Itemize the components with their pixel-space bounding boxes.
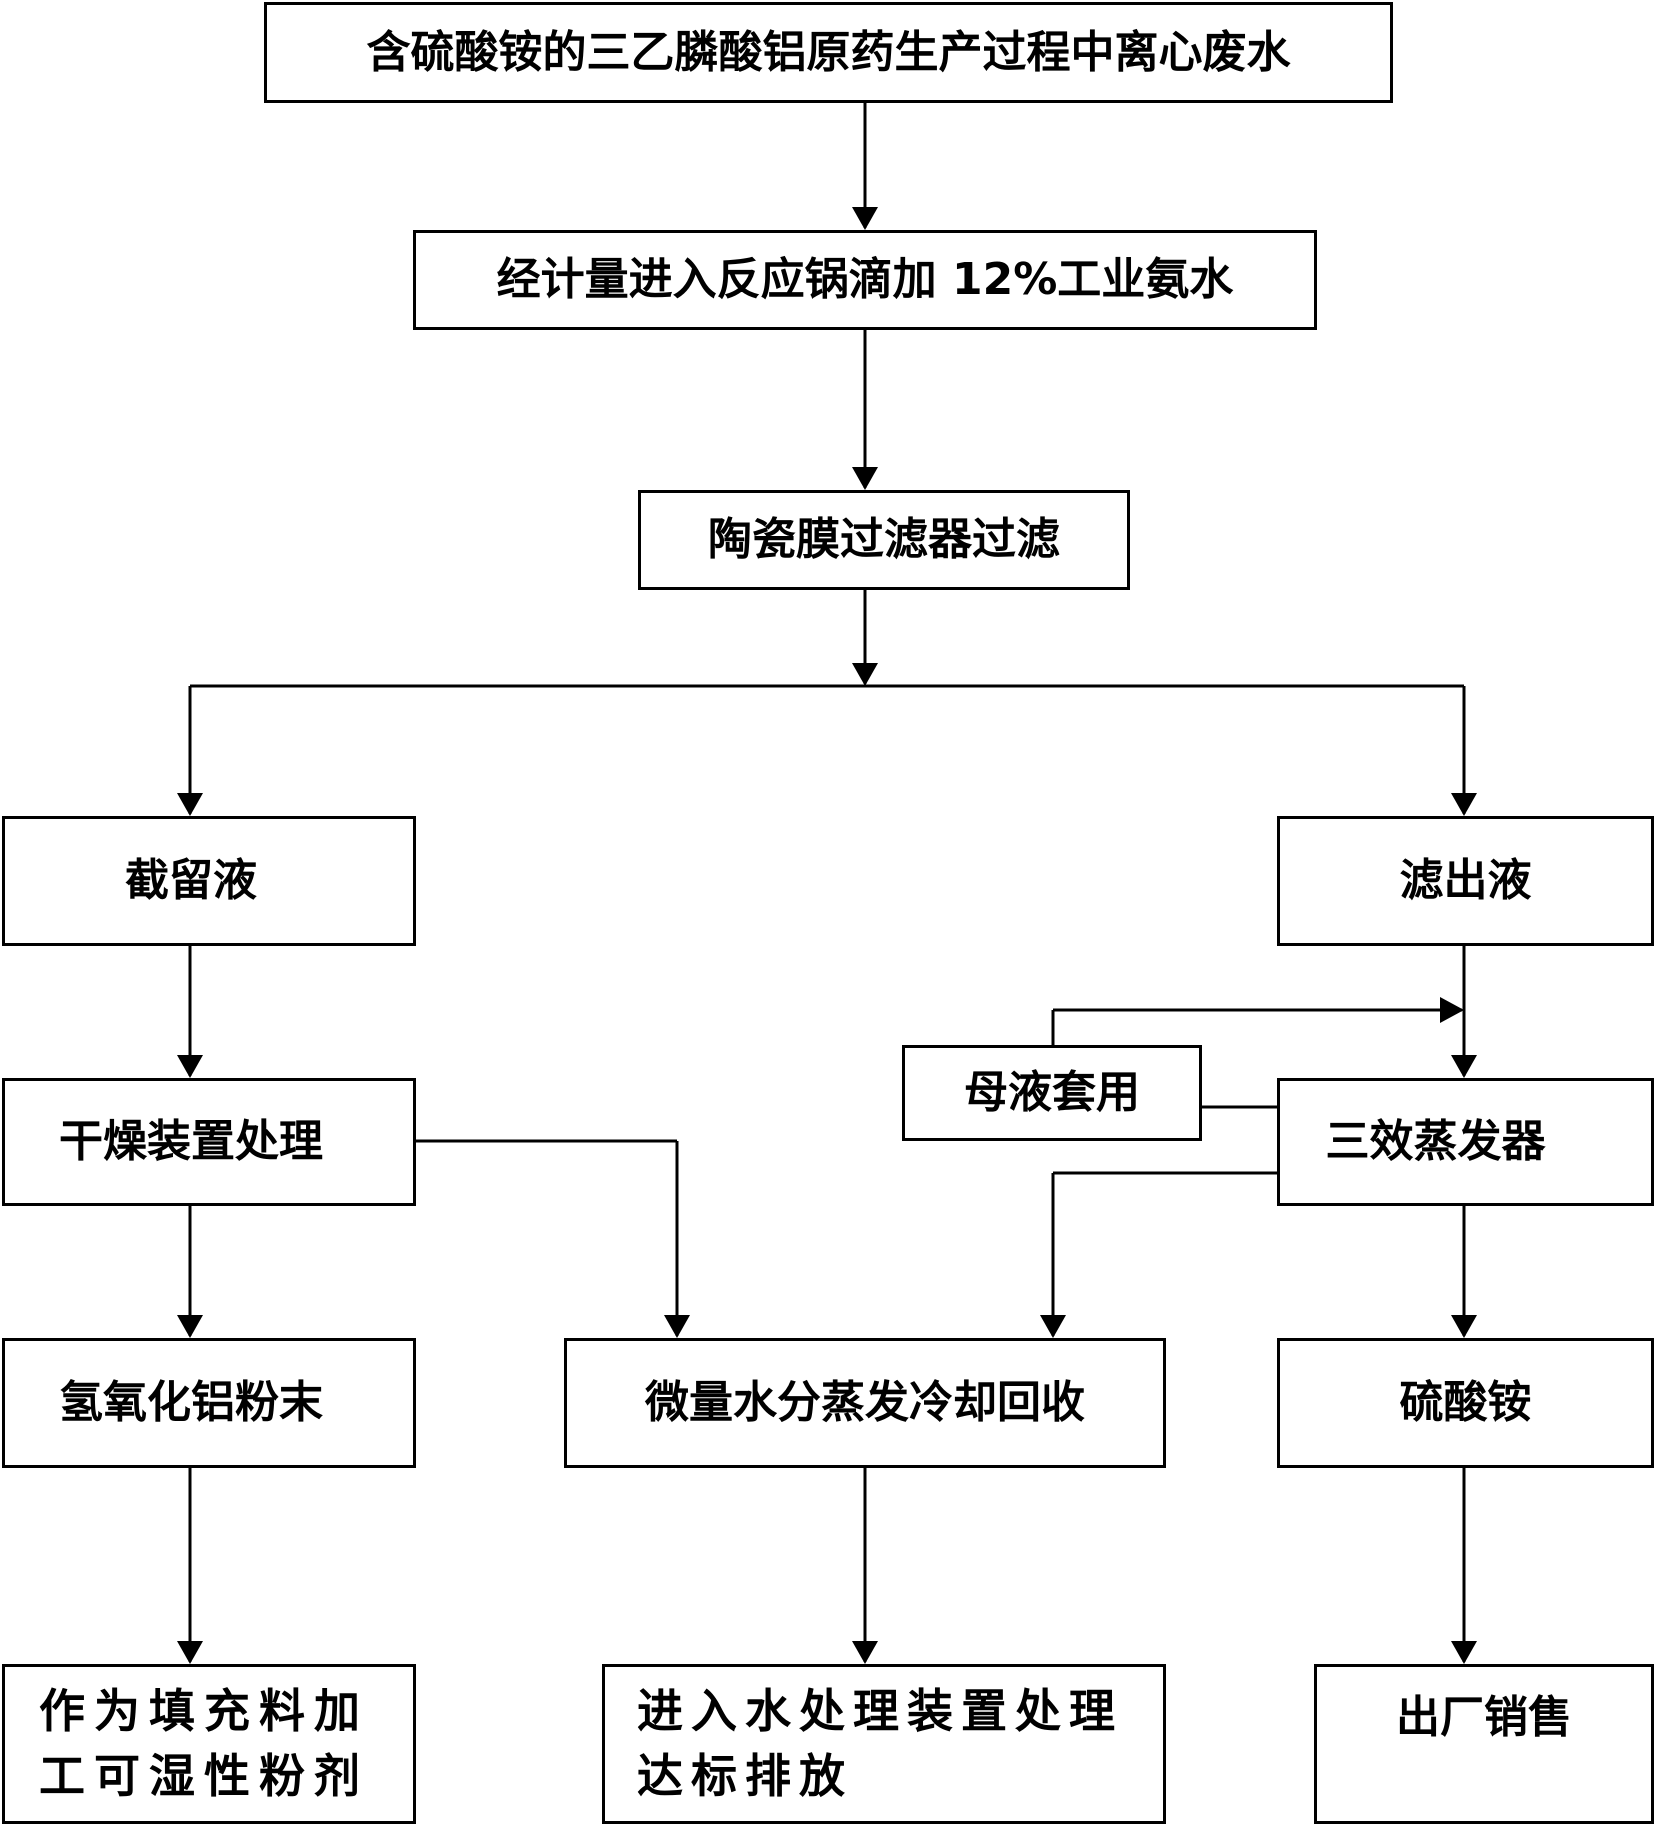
node-ammonia: 经计量进入反应锅滴加 12%工业氨水 — [413, 230, 1317, 330]
node-retentate: 截留液 — [2, 816, 416, 946]
node-dryer-label: 干燥装置处理 — [59, 1116, 323, 1168]
node-filtrate: 滤出液 — [1277, 816, 1654, 946]
node-mother-liquor: 母液套用 — [902, 1045, 1202, 1141]
node-al-hydroxide: 氢氧化铝粉末 — [2, 1338, 416, 1468]
node-filler-line1: 作为填充料加 — [39, 1684, 369, 1738]
node-ammonia-label: 经计量进入反应锅滴加 12%工业氨水 — [496, 254, 1234, 306]
node-sale: 出厂销售 — [1314, 1664, 1654, 1824]
node-filtrate-label: 滤出液 — [1399, 855, 1532, 907]
node-filler-line2: 工可湿性粉剂 — [39, 1749, 369, 1804]
node-ceramic-filter: 陶瓷膜过滤器过滤 — [638, 490, 1130, 590]
node-water-treatment-line2: 达标排放 — [637, 1749, 853, 1804]
node-water-treatment: 进入水处理装置处理 达标排放 — [602, 1664, 1166, 1824]
node-dryer: 干燥装置处理 — [2, 1078, 416, 1206]
node-ammonium-sulfate-label: 硫酸铵 — [1399, 1377, 1532, 1429]
node-sale-label: 出厂销售 — [1396, 1692, 1572, 1743]
node-evaporator-label: 三效蒸发器 — [1325, 1116, 1546, 1168]
node-filler: 作为填充料加 工可湿性粉剂 — [2, 1664, 416, 1824]
node-retentate-label: 截留液 — [125, 855, 257, 907]
node-wastewater: 含硫酸铵的三乙膦酸铝原药生产过程中离心废水 — [264, 2, 1393, 103]
node-wastewater-label: 含硫酸铵的三乙膦酸铝原药生产过程中离心废水 — [366, 26, 1291, 78]
node-al-hydroxide-label: 氢氧化铝粉末 — [59, 1377, 323, 1429]
node-ceramic-filter-label: 陶瓷膜过滤器过滤 — [708, 514, 1060, 566]
node-evaporator: 三效蒸发器 — [1277, 1078, 1654, 1206]
node-ammonium-sulfate: 硫酸铵 — [1277, 1338, 1654, 1468]
node-water-treatment-line1: 进入水处理装置处理 — [637, 1684, 1123, 1738]
node-moisture-recovery: 微量水分蒸发冷却回收 — [564, 1338, 1166, 1468]
node-mother-liquor-label: 母液套用 — [964, 1067, 1140, 1119]
node-moisture-recovery-label: 微量水分蒸发冷却回收 — [645, 1377, 1085, 1429]
